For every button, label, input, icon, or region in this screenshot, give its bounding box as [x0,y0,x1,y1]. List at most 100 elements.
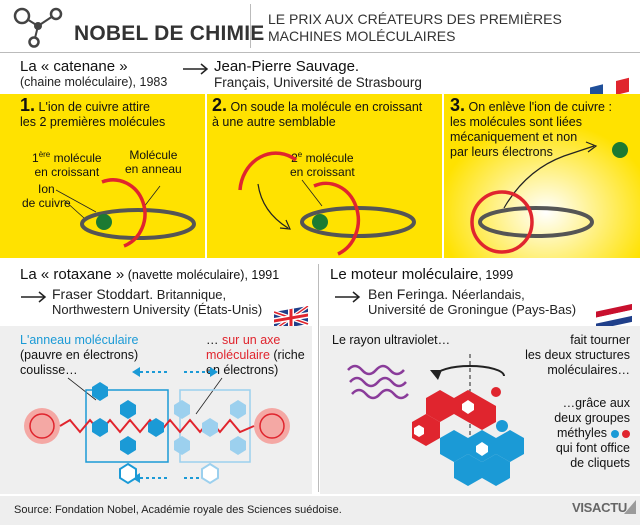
rotaxane-laureate: Fraser Stoddart. Britannique, Northweste… [52,286,262,318]
motor-illustration [347,354,524,486]
release-arrow [503,145,595,209]
hexagon-shape [120,436,136,455]
pointer-line [55,189,97,213]
hexagon-shape [92,418,108,437]
ghost-hexagon-shape [230,400,246,419]
turn-label-line-1: fait tourner [570,333,630,347]
crescent-molecule-shape [238,151,298,191]
step-divider-2 [442,94,444,258]
axis-label-rich: (riche [269,348,305,362]
motor-laureate-info: Université de Groningue (Pays-Bas) [368,302,577,317]
label-copper-ion: Ion de cuivre [22,182,71,210]
hexagon-shape [482,454,510,486]
turn-label-line-3: moléculaires… [547,363,630,377]
ring-molecule-shape [478,206,594,238]
hexagon-shape [440,430,468,462]
step-2-line-2: à une autre semblable [212,115,336,129]
catenane-laureate-info: Français, Université de Strasbourg [214,75,422,90]
ring-label-line-3: coulisse… [20,363,78,377]
hexagon-shape [119,462,137,485]
label-second-sup: e [297,150,303,159]
axis-label-line-2: moléculaire [206,348,270,362]
label-first-num: 1 [32,151,39,165]
step-1-line-1: L'ion de cuivre attire [38,100,150,114]
label-second-shape: en croissant [290,165,355,179]
subtitle-line-1: LE PRIX AUX CRÉATEURS DES PREMIÈRES [268,11,562,27]
hexagon-hole [414,425,424,437]
hexagon-shape [454,454,482,486]
pointer-line [195,377,223,415]
hexagon-shape [412,414,440,446]
arrow-left-icon [132,367,140,377]
axis-label-ellipsis: … [206,333,222,347]
arrow-right-icon [183,63,209,75]
label-first-shape: en croissant [34,165,100,179]
step-1-line-2: les 2 premières molécules [20,115,166,129]
ghost-hexagon-shape [201,462,219,485]
catenane-title: La « catenane » [20,58,128,75]
molecule-logo-icon [13,7,63,48]
visactu-logo: VISACTU [572,500,627,515]
visactu-logo-icon [624,500,636,514]
hexagon-hole [462,400,474,414]
axis-label-line-1: sur un axe [221,333,281,347]
crescent-molecule-shape [313,181,361,256]
ratchet-label-line-1: …grâce aux [562,396,630,410]
rotaxane-ring-label: L'anneau moléculaire (pauvre en électron… [20,333,138,378]
step-divider-1 [205,94,207,258]
methyl-group-red [491,387,501,397]
turn-label-line-2: les deux structures [525,348,630,362]
catenane-laureate-name: Jean-Pierre Sauvage. [214,58,360,75]
subtitle-line-2: MACHINES MOLÉCULAIRES [268,28,456,44]
step-2-number: 2. [212,95,228,115]
rotaxane-year: (navette moléculaire), 1991 [124,268,280,282]
pointer-line [63,199,85,219]
catenane-subtitle: (chaine moléculaire), 1983 [20,75,168,89]
bottom-divider [318,264,319,492]
ghost-hexagon-shape [202,418,218,437]
hexagon-hole [476,442,488,456]
header-separator [0,52,640,53]
step-1-illustration [55,178,196,248]
motor-ratchet-label: …grâce aux deux groupes méthyles qui fon… [520,396,630,471]
label-ring-shape: en anneau [125,162,182,176]
uv-waves-icon [347,364,409,400]
released-ion-shape [612,142,628,158]
hexagon-shape [120,400,136,419]
closed-ring-shape [470,190,534,254]
label-ion-desc: de cuivre [22,196,71,210]
ring-label-line-2: (pauvre en électrons) [20,348,139,362]
step-3-line-1: On enlève l'ion de cuivre : [468,100,612,114]
label-first-word: molécule [50,151,102,165]
copper-ion-shape [96,214,112,230]
ghost-hexagon-shape [174,436,190,455]
rotation-arrow-head [430,370,442,380]
rotaxane-laureate-name: Fraser Stoddart. [52,286,154,302]
label-ring-molecule: Molécule en anneau [125,148,182,176]
step-3-illustration [470,141,628,254]
rotaxane-illustration [24,367,290,485]
rotaxane-title: La « rotaxane » (navette moléculaire), 1… [20,266,279,283]
arrow-right-icon [210,367,218,377]
uk-flag-icon [274,306,309,328]
arrow-right-icon [335,291,361,303]
axis-label-line-3: en électrons) [206,363,279,377]
motor-title: Le moteur moléculaire, 1999 [330,266,513,283]
hexagon-shape [496,430,524,462]
label-second-word: molécule [302,151,354,165]
rotaxane-name: La « rotaxane » [20,266,125,283]
ghost-hexagon-shape [230,436,246,455]
arrow-right-icon [21,291,47,303]
rotaxane-laureate-nationality: Britannique, [153,287,227,302]
header-divider [250,4,251,48]
motor-year: , 1999 [478,268,514,282]
ratchet-label-line-3: méthyles [557,426,608,440]
step-3-line-4: par leurs électrons [450,145,553,159]
crescent-molecule-shape [101,178,147,248]
motor-laureate: Ben Feringa. Néerlandais, Université de … [368,287,577,318]
ratchet-label-line-2: deux groupes [554,411,630,425]
step-2-line-1: On soude la molécule en croissant [230,100,423,114]
ring-label-line-1: L'anneau moléculaire [20,333,139,347]
step-3-text: 3. On enlève l'ion de cuivre : les moléc… [450,96,636,160]
label-first-sup: ère [38,150,51,159]
